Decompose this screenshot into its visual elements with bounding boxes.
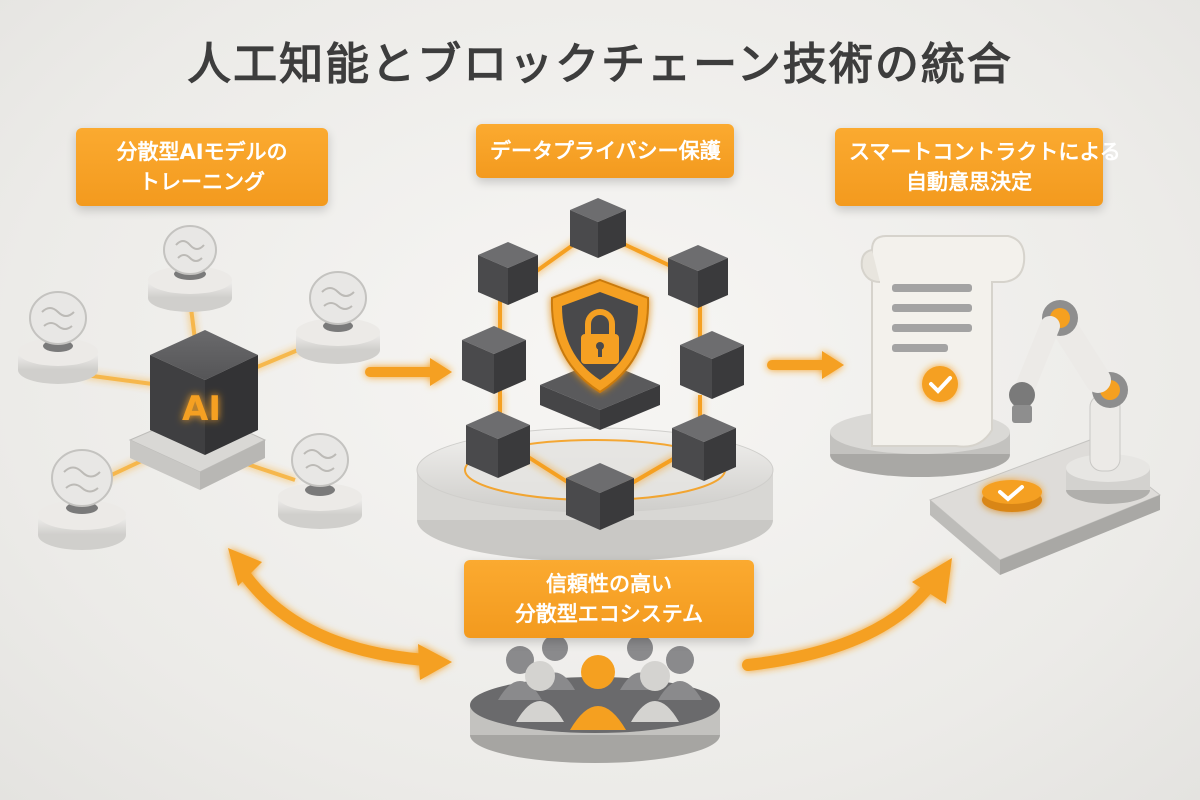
arrow-right-icon [365, 358, 452, 386]
label-ai-training-line2: トレーニング [139, 170, 265, 194]
label-ecosystem-line1: 信頼性の高い [546, 572, 672, 596]
brain-node-bottom-left [38, 449, 126, 550]
blockchain-cube-icon [680, 331, 744, 399]
label-smart-contract-line1: スマートコントラクトによる [849, 140, 1121, 164]
brain-node-top [148, 225, 232, 312]
smart-contract-cluster [830, 235, 1161, 575]
label-ai-training-line1: 分散型AIモデルの [116, 140, 288, 164]
page-title: 人工知能とブロックチェーン技術の統合 [187, 39, 1013, 90]
blockchain-cube-icon [466, 411, 530, 478]
blockchain-cube-icon [478, 242, 538, 305]
blockchain-cube-icon [570, 198, 626, 258]
brain-node-right [296, 271, 380, 364]
blockchain-cube-icon [566, 463, 634, 530]
label-data-privacy: データプライバシー保護 [476, 124, 734, 178]
brain-icon [291, 433, 349, 487]
ai-training-cluster: AI [18, 225, 380, 550]
robot-arm-icon [1009, 300, 1150, 504]
contract-scroll-icon [860, 235, 1026, 448]
arrow-right-icon [767, 351, 844, 379]
label-ecosystem-line2: 分散型エコシステム [514, 602, 704, 626]
brain-icon [163, 225, 217, 275]
checkmark-icon [982, 480, 1042, 512]
label-smart-contract: スマートコントラクトによる 自動意思決定 [835, 128, 1121, 206]
brain-node-bottom-right [278, 433, 362, 529]
brain-icon [309, 271, 367, 325]
ai-cube-icon: AI [150, 330, 258, 455]
label-smart-contract-line2: 自動意思決定 [906, 170, 1032, 194]
blockchain-cube-icon [462, 326, 526, 394]
ai-cube-label: AI [182, 389, 221, 429]
curved-arrow-icon [228, 548, 452, 680]
label-ai-training: 分散型AIモデルの トレーニング [76, 128, 328, 206]
brain-icon [51, 449, 113, 507]
lock-shield-icon [550, 278, 650, 394]
people-group-icon [470, 635, 720, 763]
blockchain-cube-icon [672, 414, 736, 481]
label-ecosystem: 信頼性の高い 分散型エコシステム [464, 560, 754, 638]
privacy-blockchain-cluster [416, 198, 774, 562]
checkmark-icon [922, 366, 958, 402]
blockchain-cube-icon [668, 245, 728, 308]
brain-node-left [18, 291, 98, 384]
brain-icon [29, 291, 87, 345]
curved-arrow-icon [742, 558, 952, 671]
